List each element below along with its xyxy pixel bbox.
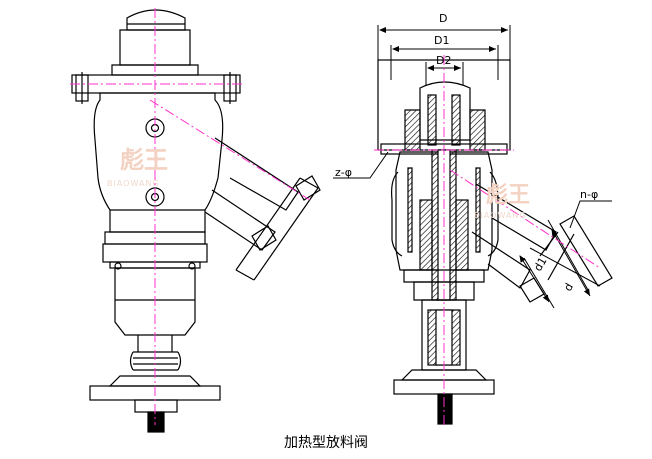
svg-text:彪王: 彪王	[120, 146, 168, 174]
label-d1: D1	[434, 34, 449, 47]
right-centerlines	[374, 55, 601, 425]
label-z-phi: z-φ	[335, 166, 352, 179]
label-d2: D2	[436, 54, 451, 67]
svg-text:彪王: 彪王	[486, 183, 530, 208]
svg-text:BIAOWANG: BIAOWANG	[474, 211, 527, 220]
left-external-view	[71, 9, 321, 433]
spring-pack	[419, 199, 469, 271]
label-n-phi: n-φ	[580, 188, 598, 201]
dimension-lines	[333, 25, 612, 309]
svg-text:BIAOWANG: BIAOWANG	[107, 179, 160, 188]
watermark-right: 彪王 BIAOWANG	[474, 183, 530, 220]
label-d1-small: d1	[531, 255, 549, 274]
left-centerlines	[70, 8, 311, 425]
figure-caption: 加热型放料阀	[284, 435, 368, 451]
label-d-small: d	[561, 281, 576, 294]
label-d-outer: D	[439, 12, 447, 25]
right-section-view	[377, 59, 613, 425]
watermark-left: 彪王 BIAOWANG	[107, 146, 168, 188]
